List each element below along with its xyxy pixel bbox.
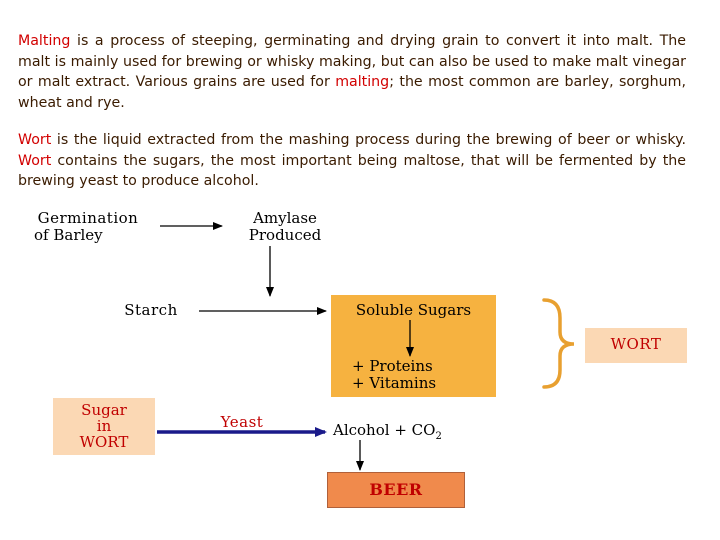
- sugar-line-3: WORT: [79, 433, 129, 451]
- germination-line-2: of Barley: [34, 226, 103, 244]
- co2-subscript: 2: [435, 431, 442, 442]
- sugar-in-wort-label: Sugar in WORT: [53, 402, 155, 450]
- amylase-label: Amylase Produced: [236, 210, 334, 244]
- beer-box: [327, 472, 465, 508]
- amylase-line-1: Amylase: [253, 209, 317, 227]
- sugar-in-wort-box: [53, 398, 155, 455]
- malting-text-1: is a process of steeping, germinating an…: [18, 33, 686, 90]
- germination-line-1: Germination: [37, 209, 139, 227]
- malting-term: Malting: [18, 33, 71, 49]
- vitamins-label: + Vitamins: [352, 374, 437, 392]
- wort-term-2: Wort: [18, 152, 52, 169]
- wort-paragraph: Wort is the liquid extracted from the ma…: [18, 130, 686, 192]
- wort-text-1: is the liquid extracted from the mashing…: [51, 132, 686, 148]
- soluble-sugars-label: Soluble Sugars: [355, 301, 472, 319]
- yeast-label: Yeast: [220, 413, 264, 431]
- amylase-line-2: Produced: [248, 226, 322, 244]
- malting-paragraph: Malting is a process of steeping, germin…: [18, 31, 686, 113]
- alcohol-co2-label: Alcohol + CO2: [333, 422, 483, 445]
- malting-term-2: malting: [335, 74, 390, 90]
- sugar-line-1: Sugar: [81, 401, 127, 419]
- soluble-sugars-box: [331, 295, 496, 397]
- wort-term: Wort: [18, 132, 52, 148]
- malting-text-2: ; the most common are barley, sorghum, w…: [18, 74, 686, 111]
- starch-label: Starch: [124, 301, 178, 319]
- wort-text-2: contains the sugars, the most important …: [18, 152, 686, 190]
- wort-brace: [542, 298, 575, 389]
- wort-label: WORT: [610, 335, 662, 353]
- proteins-label: + Proteins: [352, 357, 433, 375]
- germination-label: Germination of Barley: [24, 210, 152, 244]
- sugar-line-2: in: [96, 417, 112, 435]
- wort-box: [585, 328, 687, 363]
- beer-label: BEER: [369, 480, 423, 499]
- alcohol-text: Alcohol + CO: [333, 421, 436, 439]
